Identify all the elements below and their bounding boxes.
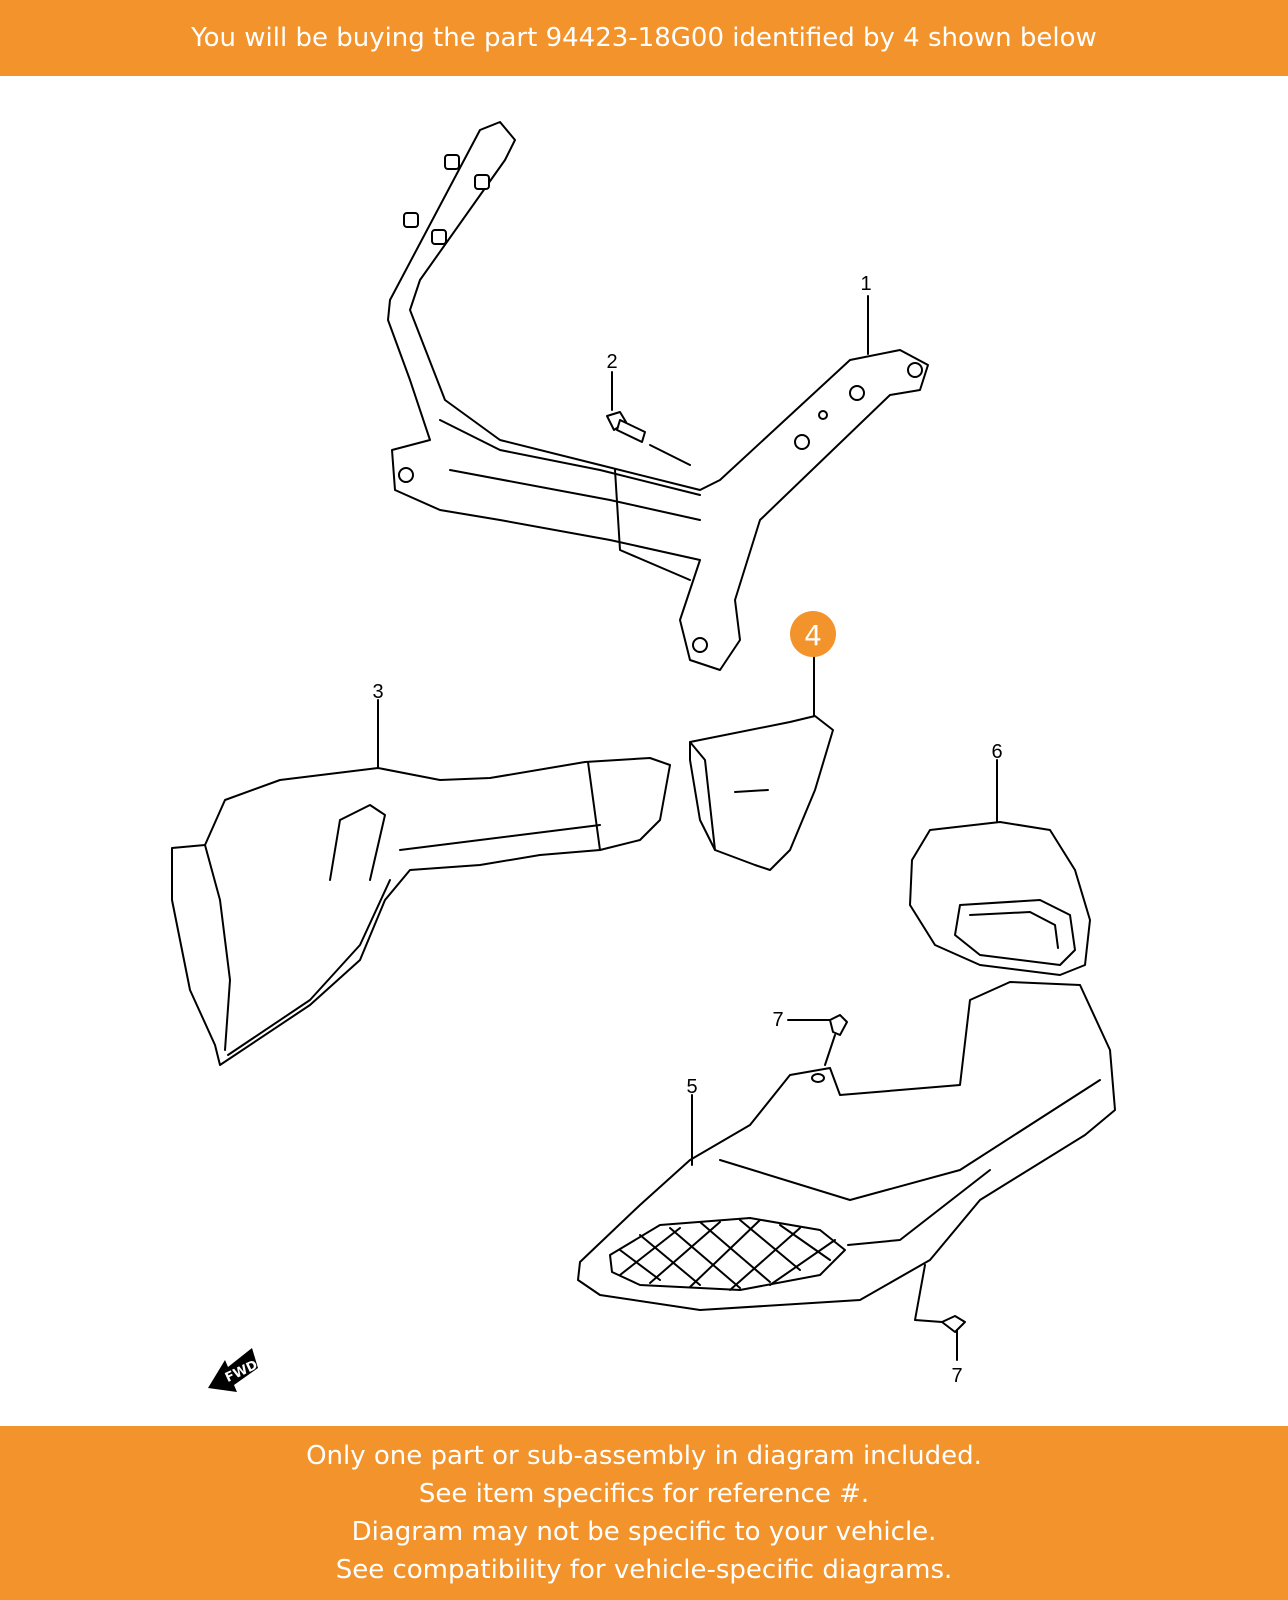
part-4-intake-duct — [689, 715, 834, 871]
part-3-duct — [171, 757, 671, 1066]
disclaimer-line: See item specifics for reference #. — [418, 1479, 870, 1509]
part-6-seal — [909, 821, 1091, 976]
part-5-lower-duct — [577, 981, 1116, 1311]
disclaimer-line: Only one part or sub-assembly in diagram… — [306, 1441, 982, 1471]
part-1-bracket — [387, 121, 929, 671]
top-banner: You will be buying the part 94423-18G00 … — [0, 0, 1288, 76]
part-7-clip-lower — [914, 1264, 966, 1333]
callout-1: 1 — [860, 273, 871, 295]
callout-4-badge — [790, 611, 836, 657]
callout-3: 3 — [372, 681, 383, 703]
parts-diagram: 1 2 3 4 6 7 5 7 FWD — [171, 121, 1116, 1392]
part-notice: You will be buying the part 94423-18G00 … — [191, 23, 1097, 53]
disclaimer-line: See compatibility for vehicle-specific d… — [335, 1555, 953, 1585]
callout-6: 6 — [991, 741, 1002, 763]
callout-2: 2 — [606, 351, 617, 373]
callout-4: 4 — [804, 619, 822, 652]
part-2-bolt — [606, 411, 691, 466]
disclaimer-line: Diagram may not be specific to your vehi… — [351, 1517, 937, 1547]
callout-5: 5 — [686, 1076, 697, 1098]
part-7-clip-upper — [824, 1014, 848, 1066]
callout-7-lower: 7 — [951, 1365, 962, 1387]
bottom-banner: Only one part or sub-assembly in diagram… — [0, 1426, 1288, 1600]
fwd-arrow-icon: FWD — [208, 1348, 260, 1392]
callout-7-upper: 7 — [772, 1009, 783, 1031]
